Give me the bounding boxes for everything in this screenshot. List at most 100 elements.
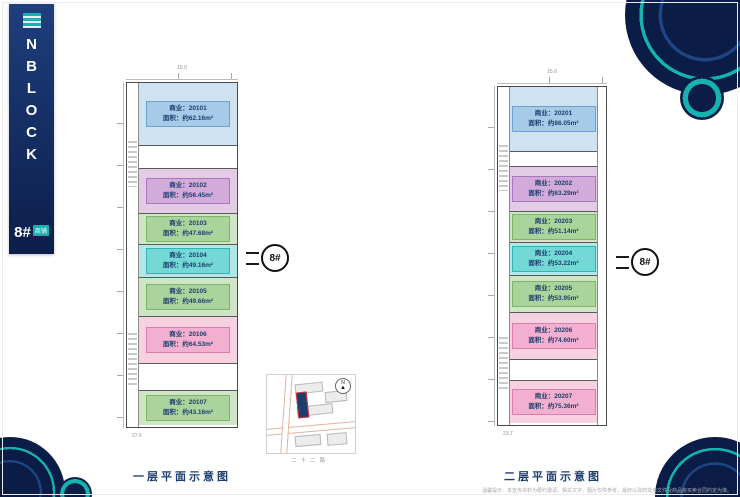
unit-label: 商业：20101 面积：约62.16m² <box>146 101 230 127</box>
unit-label: 商业：20104 面积：约49.16m² <box>146 248 230 274</box>
stairwell-gap <box>139 145 237 168</box>
decor-circle-top-right <box>625 0 740 95</box>
compass-needle-icon: ▲ <box>340 385 346 391</box>
unit-area: 面积：约64.53m² <box>162 341 214 348</box>
unit-20106: 商业：20106 面积：约64.53m² <box>139 316 237 363</box>
unit-area: 面积：约75.36m² <box>528 403 579 410</box>
unit-20102: 商业：20102 面积：约56.45m² <box>139 168 237 213</box>
building-marker-2: 8# <box>616 248 659 276</box>
decor-circle-top-right-small <box>680 76 724 120</box>
unit-area: 面积：约63.29m² <box>528 190 579 197</box>
unit-label: 商业：20206 面积：约74.60m² <box>511 323 596 349</box>
unit-area: 面积：约49.66m² <box>162 298 214 305</box>
unit-area: 面积：约43.16m² <box>162 409 214 416</box>
unit-area: 面积：约49.16m² <box>162 262 214 269</box>
unit-room-number: 商业：20205 <box>534 285 573 293</box>
brand-vertical-text: NBLOCK <box>23 36 40 168</box>
corridor-left <box>127 83 139 427</box>
marker-wall-lines <box>616 255 629 269</box>
stairwell-gap <box>510 151 597 166</box>
map-block <box>294 433 322 448</box>
dimension-line-top <box>497 77 607 84</box>
unit-room-number: 商业：20105 <box>169 288 207 296</box>
dimension-value-bottom: 23.7 <box>503 431 513 437</box>
unit-20206: 商业：20206 面积：约74.60m² <box>510 312 597 359</box>
floorplan-1-caption: 一层平面示意图 <box>133 471 231 483</box>
decor-circle-bottom-left <box>0 437 65 497</box>
brand-banner: NBLOCK 8# 商铺 <box>9 4 54 254</box>
map-road-vertical <box>279 375 294 453</box>
unit-room-number: 商业：20203 <box>534 218 573 226</box>
unit-area: 面积：约51.14m² <box>528 228 579 235</box>
marker-circle-2: 8# <box>631 248 659 276</box>
corridor-left <box>498 87 510 425</box>
unit-label: 商业：20205 面积：约53.95m² <box>511 281 596 307</box>
unit-room-number: 商业：20201 <box>534 110 573 118</box>
compass-icon: N ▲ <box>335 378 351 394</box>
map-road-label: 二十二路 <box>290 458 329 464</box>
map-highlight-block <box>295 391 310 419</box>
building-marker-1: 8# <box>246 244 289 272</box>
unit-area: 面积：约56.45m² <box>162 192 214 199</box>
unit-area: 面积：约86.05m² <box>528 120 579 127</box>
unit-20202: 商业：20202 面积：约63.29m² <box>510 166 597 211</box>
building-badge: 8# 商铺 <box>14 225 49 240</box>
brand-logo-icon <box>22 13 41 28</box>
dimension-value-bottom: 27.6 <box>132 433 142 439</box>
floorplan-2-caption: 二层平面示意图 <box>504 471 602 483</box>
unit-room-number: 商业：20103 <box>169 220 207 228</box>
unit-label: 商业：20107 面积：约43.16m² <box>146 395 230 421</box>
unit-20107: 商业：20107 面积：约43.16m² <box>139 390 237 425</box>
unit-room-number: 商业：20107 <box>169 399 207 407</box>
unit-20203: 商业：20203 面积：约51.14m² <box>510 211 597 242</box>
stair-hatch <box>499 145 508 191</box>
unit-label: 商业：20106 面积：约64.53m² <box>146 327 230 353</box>
stairwell-gap <box>139 363 237 390</box>
unit-label: 商业：20201 面积：约86.05m² <box>511 106 596 132</box>
dimension-line-top <box>126 73 238 80</box>
unit-label: 商业：20202 面积：约63.29m² <box>511 176 596 202</box>
dimension-value-top: 15.6 <box>547 69 557 75</box>
stairwell-gap <box>510 359 597 380</box>
unit-area: 面积：约53.22m² <box>528 260 579 267</box>
marker-circle-1: 8# <box>261 244 289 272</box>
building-badge-number: 8# <box>14 224 31 241</box>
unit-room-number: 商业：20104 <box>169 252 207 260</box>
unit-20104: 商业：20104 面积：约49.16m² <box>139 244 237 277</box>
unit-room-number: 商业：20101 <box>169 105 207 113</box>
unit-20101: 商业：20101 面积：约62.16m² <box>139 83 237 145</box>
unit-20205: 商业：20205 面积：约53.95m² <box>510 275 597 312</box>
map-block <box>326 432 348 446</box>
unit-area: 面积：约53.95m² <box>528 295 579 302</box>
unit-area: 面积：约74.60m² <box>528 337 579 344</box>
decor-circle-bottom-left-small <box>58 477 92 497</box>
building-badge-tag: 商铺 <box>32 225 49 236</box>
unit-label: 商业：20203 面积：约51.14m² <box>511 214 596 240</box>
marker-wall-lines <box>246 251 259 265</box>
site-map: N ▲ <box>266 374 356 454</box>
dimension-line-left <box>117 82 124 428</box>
unit-label: 商业：20105 面积：约49.66m² <box>146 284 230 310</box>
corridor-right <box>597 87 606 425</box>
unit-20201: 商业：20201 面积：约86.05m² <box>510 87 597 151</box>
unit-room-number: 商业：20102 <box>169 182 207 190</box>
unit-room-number: 商业：20206 <box>534 327 573 335</box>
unit-room-number: 商业：20202 <box>534 180 573 188</box>
unit-area: 面积：约62.16m² <box>162 115 214 122</box>
compass-north-label: N <box>341 380 345 386</box>
unit-room-number: 商业：20106 <box>169 331 207 339</box>
unit-label: 商业：20102 面积：约56.45m² <box>146 178 230 204</box>
disclaimer-text: 温馨提示：本宣传资料为要约邀请，相关文字、图片仅供参考，最终以政府批准文件及商品… <box>481 488 732 494</box>
stair-hatch <box>128 333 137 385</box>
